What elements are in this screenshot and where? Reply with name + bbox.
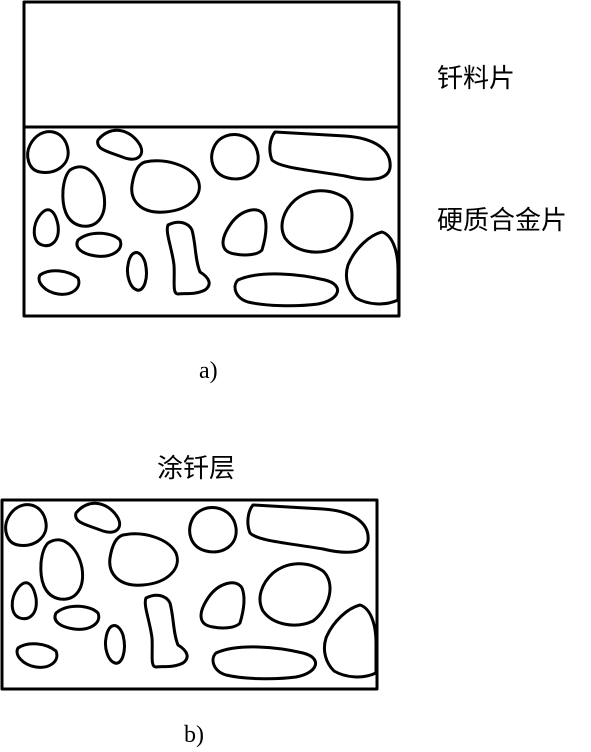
carbide-sheet-layer <box>22 125 401 318</box>
grain <box>53 604 101 631</box>
carbide-sheet-label: 硬质合金片 <box>437 206 568 236</box>
grain <box>126 251 148 292</box>
carbide-grains-a <box>26 129 400 308</box>
grain <box>75 231 123 258</box>
grain <box>246 503 370 554</box>
grain <box>104 624 126 665</box>
carbide-grains-b <box>4 502 378 681</box>
grain <box>165 220 211 296</box>
solder-sheet-label: 钎料片 <box>437 64 516 94</box>
grain <box>26 130 70 175</box>
grain <box>39 538 85 601</box>
grain <box>280 189 354 254</box>
figure-b <box>0 498 379 691</box>
solder-sheet-layer <box>22 0 401 129</box>
grain <box>188 506 238 554</box>
grain <box>268 130 392 181</box>
caption-a: a) <box>199 358 218 384</box>
grain <box>221 208 268 257</box>
grain <box>37 269 81 296</box>
carbide-sheet-coated <box>0 498 379 691</box>
grain <box>96 129 144 161</box>
grain <box>32 208 60 248</box>
grain <box>344 230 400 306</box>
grain <box>74 502 122 534</box>
grain <box>10 581 38 621</box>
grain <box>4 503 48 548</box>
caption-b: b) <box>184 722 204 748</box>
grain <box>211 645 317 681</box>
grain <box>108 532 179 587</box>
grain <box>233 272 339 308</box>
grain <box>258 562 332 627</box>
grain <box>210 133 260 181</box>
grain <box>143 593 189 669</box>
figure-a <box>22 0 401 318</box>
grain <box>61 165 107 228</box>
grain <box>15 642 59 669</box>
coating-label: 涂钎层 <box>157 454 236 484</box>
grain <box>322 603 378 679</box>
grain <box>199 581 246 630</box>
grain <box>130 159 201 214</box>
